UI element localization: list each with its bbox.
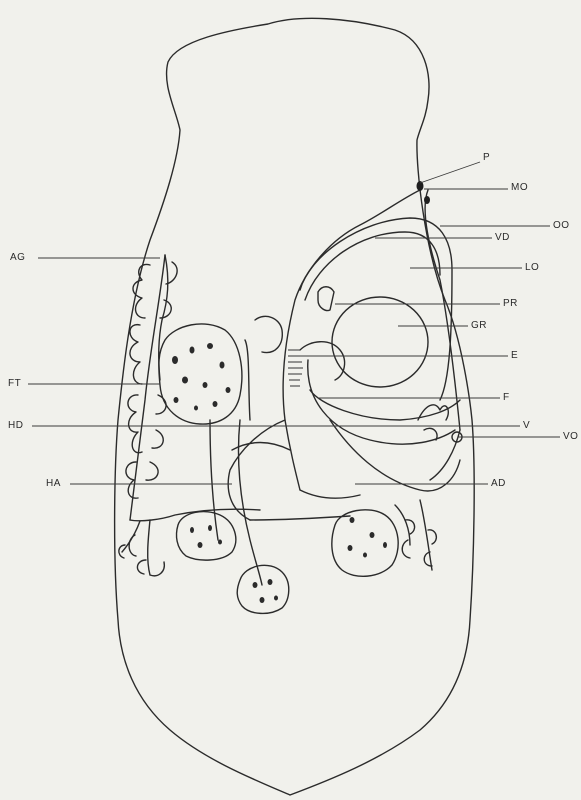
label-p: P [483, 152, 490, 164]
label-pr: PR [503, 298, 518, 310]
label-ag: AG [10, 252, 25, 264]
label-ha: HA [46, 478, 61, 490]
label-mo: MO [511, 182, 528, 194]
label-v: V [523, 420, 530, 432]
ovary-complex [288, 218, 460, 444]
label-hd: HD [8, 420, 23, 432]
fat-body-lower [177, 510, 399, 614]
gravid-receptacle [332, 297, 428, 387]
fat-body-upper [159, 324, 242, 424]
body-outline [115, 18, 475, 795]
label-f: F [503, 392, 510, 404]
label-vo: VO [563, 431, 578, 443]
label-e: E [511, 350, 518, 362]
label-lo: LO [525, 262, 539, 274]
label-ft: FT [8, 378, 21, 390]
accessory-gland [119, 255, 260, 576]
oviduct-opening [424, 196, 430, 204]
label-ad: AD [491, 478, 506, 490]
label-vd: VD [495, 232, 510, 244]
label-gr: GR [471, 320, 487, 332]
label-oo: OO [553, 220, 570, 232]
